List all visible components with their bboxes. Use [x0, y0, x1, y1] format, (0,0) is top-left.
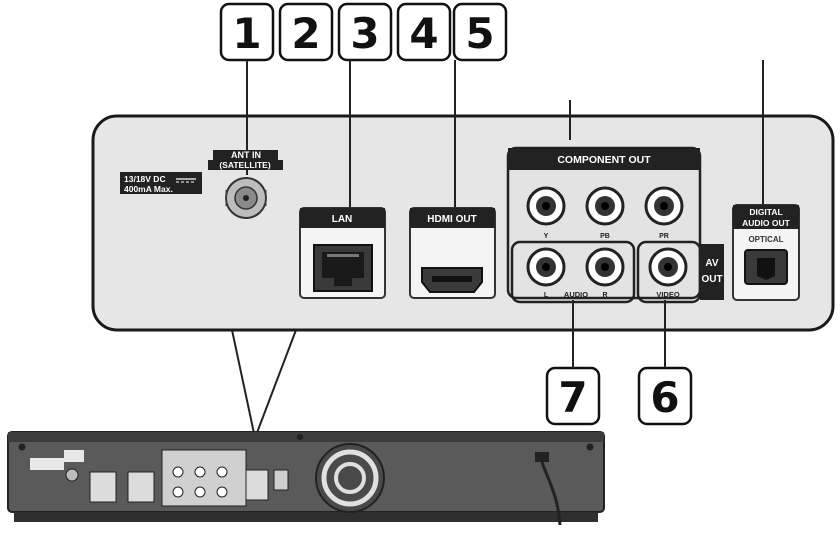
av-out-label-line1: AV [705, 258, 718, 269]
audio-jack-l-icon [526, 247, 566, 287]
ant-in-section: ANT IN (SATELLITE) 13/18V DC 400mA Max. [120, 150, 283, 219]
component-av-section: COMPONENT OUT Y PB PR [506, 146, 724, 304]
callout-boxes: 1 2 3 4 5 7 6 [219, 2, 693, 426]
audio-jack-r-icon [585, 247, 625, 287]
satellite-label: (SATELLITE) [219, 160, 270, 170]
audio-label: AUDIO [564, 290, 588, 299]
hdmi-port-icon [421, 267, 483, 293]
component-jack-pr-icon [644, 186, 684, 226]
cooling-fan-icon [315, 443, 385, 513]
optical-label: OPTICAL [748, 235, 783, 244]
digital-label-line1: DIGITAL [749, 207, 782, 217]
video-label: VIDEO [656, 290, 680, 299]
ethernet-port-icon [313, 244, 373, 292]
audio-group-outline [510, 240, 636, 304]
callout-4: 4 [409, 9, 438, 58]
callout-1: 1 [232, 9, 261, 58]
component-out-label: COMPONENT OUT [557, 154, 651, 166]
comp-pr-label: PR [659, 233, 669, 240]
callout-6: 6 [650, 373, 679, 422]
zoom-connector [231, 329, 297, 442]
comp-y-label: Y [544, 233, 549, 240]
av-out-label-line2: OUT [701, 274, 722, 285]
hdmi-section: HDMI OUT [409, 207, 496, 299]
dc-rating-line1: 13/18V DC [124, 174, 166, 184]
digital-audio-section: DIGITAL AUDIO OUT OPTICAL [732, 204, 800, 301]
digital-label-line2: AUDIO OUT [742, 218, 791, 228]
device-rear-view [7, 431, 605, 526]
video-jack-icon [648, 247, 688, 287]
callout-5: 5 [465, 9, 494, 58]
audio-r-label: R [602, 292, 607, 299]
component-jack-y-icon [526, 186, 566, 226]
callout-2: 2 [291, 9, 320, 58]
lan-section: LAN [299, 207, 386, 299]
optical-port-icon [744, 249, 788, 285]
callout-7: 7 [558, 373, 587, 422]
callout-3: 3 [350, 9, 379, 58]
hdmi-out-label: HDMI OUT [427, 214, 476, 225]
ant-in-label: ANT IN [231, 150, 261, 160]
comp-pb-label: PB [600, 233, 610, 240]
dc-rating-line2: 400mA Max. [124, 184, 173, 194]
audio-l-label: L [544, 292, 549, 299]
component-jack-pb-icon [585, 186, 625, 226]
lan-label: LAN [332, 214, 353, 225]
